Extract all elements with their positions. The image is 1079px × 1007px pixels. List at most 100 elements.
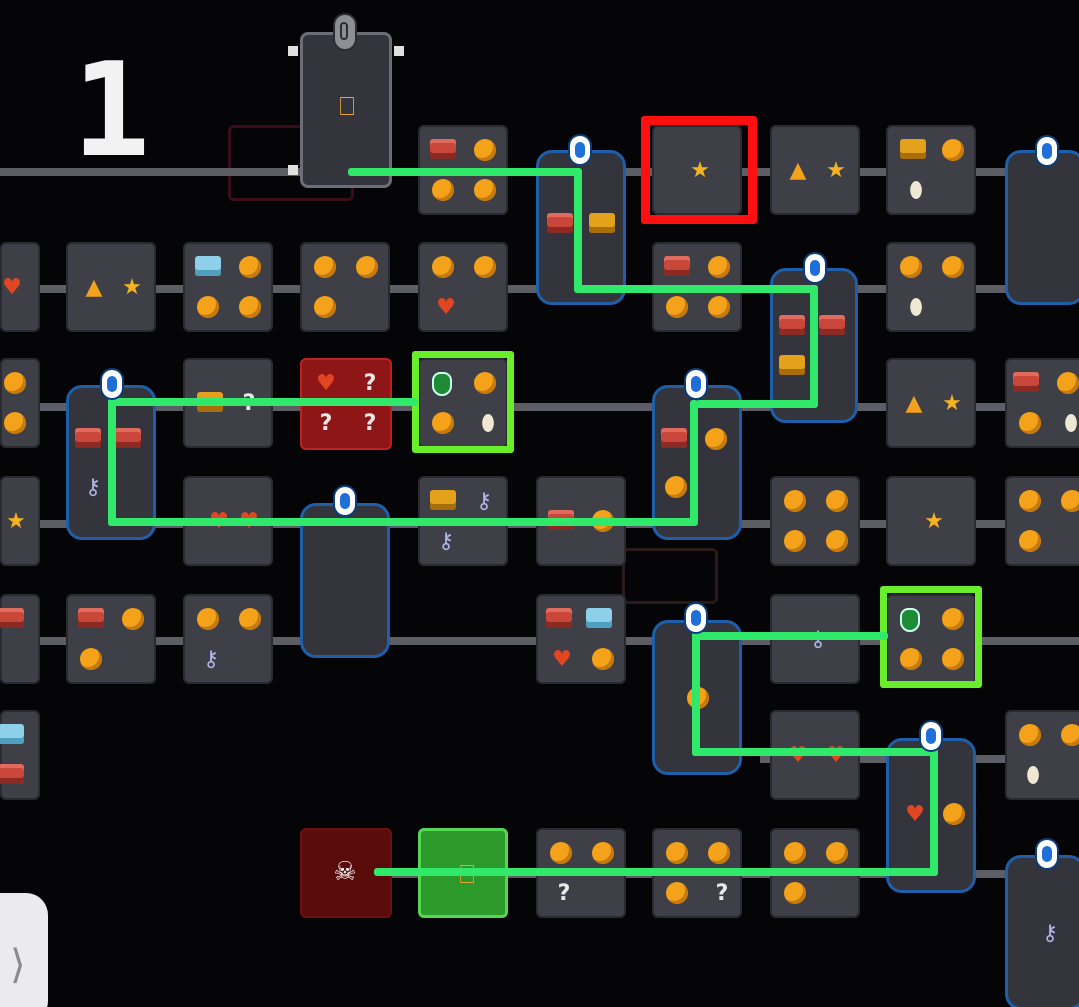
star-icon: ★ <box>6 509 26 534</box>
map-room[interactable] <box>1005 150 1079 305</box>
coin-icon <box>197 296 219 318</box>
route-segment <box>108 518 698 526</box>
map-room[interactable] <box>0 358 40 448</box>
level-number: 1 <box>72 34 151 186</box>
route-segment <box>374 868 938 876</box>
route-segment <box>574 285 818 293</box>
coin-icon <box>942 256 964 278</box>
coin-icon <box>80 648 102 670</box>
coin-icon <box>708 256 730 278</box>
expand-side-button[interactable]: ⟩ <box>0 893 48 1007</box>
triangle-icon: ▲ <box>905 391 923 416</box>
shield-icon <box>900 608 920 632</box>
coin-icon <box>474 372 496 394</box>
gem-icon <box>335 487 355 515</box>
map-room[interactable]: ⬮ <box>886 242 976 332</box>
coin-icon <box>784 490 806 512</box>
coin-icon <box>826 490 848 512</box>
heart-icon: ♥ <box>552 647 572 672</box>
map-room[interactable] <box>300 242 390 332</box>
coin-icon <box>705 428 727 450</box>
background-arrow-outline <box>622 548 718 604</box>
star-icon: ★ <box>122 275 142 300</box>
map-room[interactable]: ★ <box>652 125 742 215</box>
star-icon: ★ <box>826 158 846 183</box>
map-room[interactable] <box>0 710 40 800</box>
star-icon: ★ <box>924 509 944 534</box>
map-room[interactable]: ▲★ <box>66 242 156 332</box>
coin-icon <box>239 296 261 318</box>
egg-icon: ⬮ <box>909 295 923 320</box>
coin-icon <box>1019 724 1041 746</box>
map-room[interactable]: ⬮ <box>1005 710 1079 800</box>
red-chest-icon <box>819 315 845 335</box>
map-room[interactable] <box>300 503 390 658</box>
elevator-bar-right <box>394 46 404 56</box>
red-chest-icon <box>0 764 24 784</box>
coin-icon <box>4 412 26 434</box>
coin-icon <box>592 648 614 670</box>
red-chest-icon <box>430 139 456 159</box>
blue-chest-icon <box>195 256 221 276</box>
map-room[interactable]: ⬮ <box>886 125 976 215</box>
red-chest-icon <box>78 608 104 628</box>
coin-icon <box>356 256 378 278</box>
red-chest-icon <box>664 256 690 276</box>
coin-icon <box>432 256 454 278</box>
coin-icon <box>239 256 261 278</box>
red-chest-icon <box>75 428 101 448</box>
coin-icon <box>1057 372 1079 394</box>
chevron-right-icon: ⟩ <box>10 942 26 988</box>
map-room[interactable]: ▲★ <box>886 358 976 448</box>
question-icon: ? <box>319 411 333 436</box>
map-room[interactable] <box>183 242 273 332</box>
map-room[interactable] <box>66 594 156 684</box>
coin-icon <box>1019 490 1041 512</box>
red-chest-icon <box>1013 372 1039 392</box>
map-room[interactable]: ⬮ <box>1005 358 1079 448</box>
route-segment <box>690 400 698 524</box>
heart-icon: ♥ <box>2 275 22 300</box>
map-room[interactable]: ★ <box>0 476 40 566</box>
map-room[interactable]: ▲★ <box>770 125 860 215</box>
coin-icon <box>550 842 572 864</box>
coin-icon <box>1019 530 1041 552</box>
route-segment <box>930 748 938 876</box>
coin-icon <box>474 256 496 278</box>
map-room[interactable] <box>0 594 40 684</box>
map-room[interactable]: ⎕ <box>300 32 392 188</box>
triangle-icon: ▲ <box>789 158 807 183</box>
gem-icon <box>570 136 590 164</box>
map-room[interactable] <box>770 476 860 566</box>
triangle-icon: ▲ <box>85 275 103 300</box>
map-room[interactable]: ⚷ <box>183 594 273 684</box>
shop-room-highlight-1 <box>412 351 514 453</box>
gem-icon <box>1037 840 1057 868</box>
coin-icon <box>474 179 496 201</box>
coin-icon <box>239 608 261 630</box>
map-room[interactable] <box>1005 476 1079 566</box>
map-room[interactable]: ⬮ <box>418 358 508 448</box>
red-chest-icon <box>115 428 141 448</box>
egg-icon: ⬮ <box>1026 763 1040 788</box>
route-segment <box>574 168 582 290</box>
map-room[interactable]: ★ <box>886 476 976 566</box>
coin-icon <box>943 803 965 825</box>
star-icon: ★ <box>942 391 962 416</box>
map-room[interactable] <box>886 594 976 684</box>
coin-icon <box>666 882 688 904</box>
coin-icon <box>784 530 806 552</box>
route-segment <box>348 168 580 176</box>
map-room[interactable]: ⚷ <box>1005 855 1079 1007</box>
door-icon: ⎕ <box>339 92 355 122</box>
coin-icon <box>666 296 688 318</box>
map-room[interactable]: ♥ <box>0 242 40 332</box>
shop-room-highlight-2 <box>880 586 982 688</box>
coin-icon <box>122 608 144 630</box>
question-icon: ? <box>557 881 571 906</box>
map-room[interactable]: ♥ <box>536 594 626 684</box>
map-room[interactable]: ♥ <box>418 242 508 332</box>
coin-icon <box>784 842 806 864</box>
route-segment <box>692 632 700 756</box>
